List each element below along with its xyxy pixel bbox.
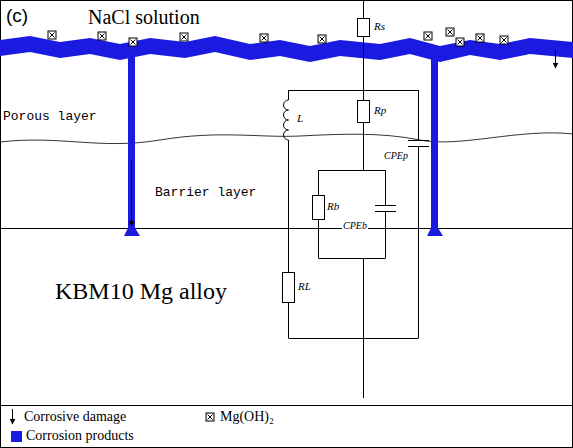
- resistor-label: Rp: [373, 104, 387, 117]
- legend-swatch: [11, 431, 22, 442]
- layer-boundary: [0, 133, 573, 144]
- legend-divider: [0, 405, 573, 406]
- mg-hydroxide-marks: [48, 28, 508, 46]
- damage-arrow: [131, 160, 132, 226]
- resistor-label: Rs: [373, 20, 386, 33]
- inductor-label: L: [296, 112, 304, 125]
- legend-text: Corrosion products: [26, 428, 134, 444]
- damage-arrow: [555, 50, 556, 68]
- alloy-surface: [0, 228, 573, 229]
- resistor-label: RL: [297, 280, 312, 293]
- layer-label: Porous layer: [3, 110, 97, 125]
- cpe-label: CPEb: [342, 220, 368, 232]
- equivalent-circuit: [283, 0, 430, 398]
- cpe-label: CPEp: [383, 150, 409, 162]
- corrosion-product-band: [0, 36, 573, 62]
- substrate-label: KBM10 Mg alloy: [55, 278, 227, 306]
- corrosion-pillar: [427, 55, 443, 236]
- legend-text: Corrosive damage: [24, 409, 126, 425]
- region-label: NaCl solution: [88, 6, 200, 29]
- resistor-label: Rb: [326, 200, 340, 213]
- panel-letter: (c): [6, 5, 28, 27]
- legend-arrow-symbol: [12, 409, 13, 424]
- legend-mg-symbol: [206, 413, 214, 421]
- corrosion-pillar: [124, 55, 140, 236]
- legend-text: Mg(OH)₂: [220, 409, 274, 425]
- layer-label: Barrier layer: [155, 186, 256, 201]
